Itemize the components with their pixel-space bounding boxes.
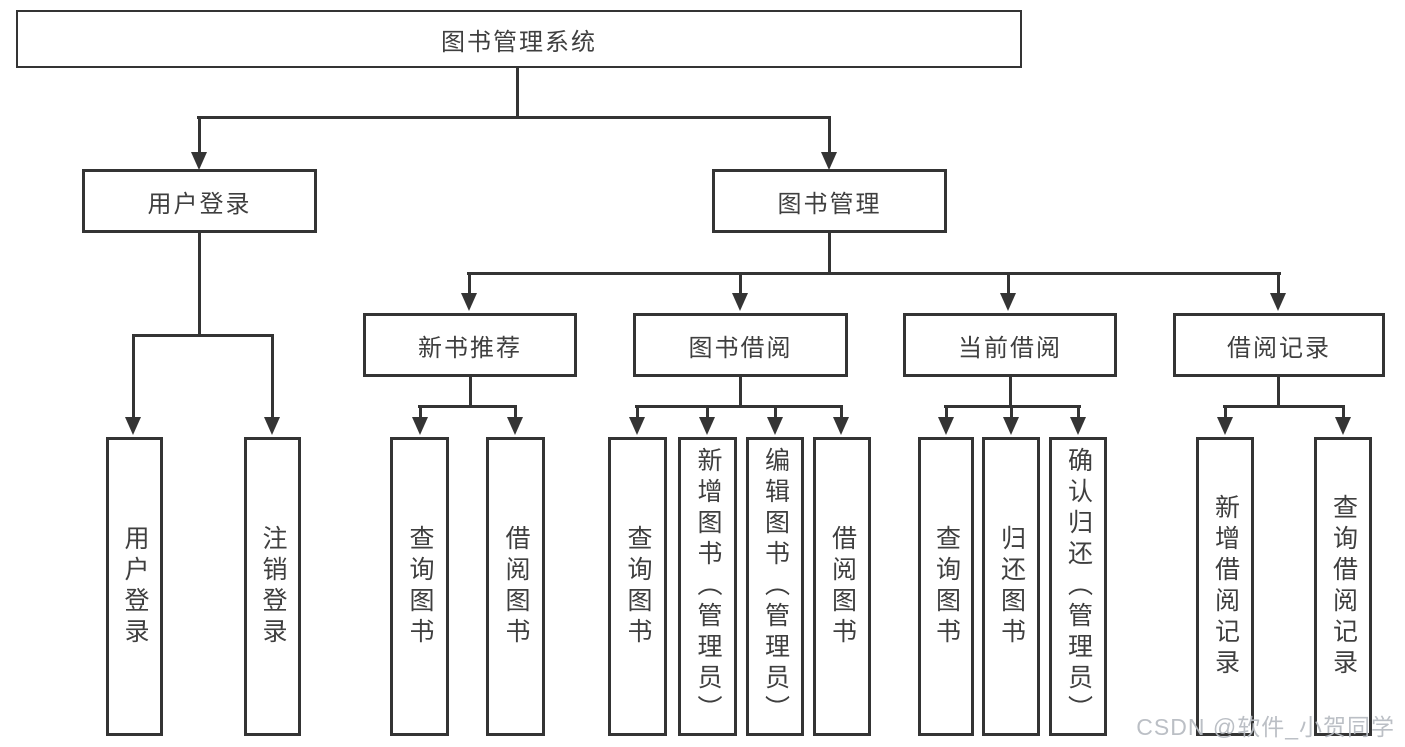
node-book-management: 图书管理	[712, 169, 947, 233]
node-br-query-record: 查询借阅记录	[1314, 437, 1372, 736]
arrow-down-icon	[699, 417, 715, 435]
node-cb-query-books: 查询图书	[918, 437, 974, 736]
node-cb-return-books: 归还图书	[982, 437, 1040, 736]
node-nbr-query-books-label: 查询图书	[406, 524, 434, 649]
node-bb-edit-books-admin-label: 编辑图书（管理员）	[761, 447, 790, 726]
connector-line	[774, 407, 777, 417]
arrow-down-icon	[125, 417, 141, 435]
node-new-book-recommend: 新书推荐	[363, 313, 577, 377]
node-bb-query-books-label: 查询图书	[624, 524, 652, 649]
connector-line	[635, 405, 843, 408]
connector-line	[271, 336, 274, 417]
node-bb-query-books: 查询图书	[608, 437, 667, 736]
node-br-query-record-label: 查询借阅记录	[1329, 493, 1358, 680]
connector-line	[945, 407, 948, 417]
node-bb-borrow-books: 借阅图书	[813, 437, 871, 736]
connector-line	[828, 233, 831, 274]
node-user-login-label: 用户登录	[147, 190, 252, 218]
connector-line	[514, 407, 517, 417]
arrow-down-icon	[1270, 293, 1286, 311]
arrow-down-icon	[1000, 293, 1016, 311]
node-book-management-label: 图书管理	[777, 190, 882, 218]
arrow-down-icon	[191, 152, 207, 170]
arrow-down-icon	[833, 417, 849, 435]
node-book-borrow-label: 图书借阅	[688, 334, 793, 362]
connector-line	[468, 274, 471, 293]
arrow-down-icon	[507, 417, 523, 435]
arrow-down-icon	[938, 417, 954, 435]
connector-line	[467, 272, 1281, 275]
node-bb-add-books-admin: 新增图书（管理员）	[678, 437, 737, 736]
arrow-down-icon	[461, 293, 477, 311]
node-cb-return-books-label: 归还图书	[997, 524, 1026, 649]
connector-line	[636, 407, 639, 417]
csdn-watermark: CSDN @软件_小贺同学	[1136, 714, 1395, 740]
node-bb-edit-books-admin: 编辑图书（管理员）	[746, 437, 804, 736]
connector-line	[1277, 274, 1280, 293]
node-root-label: 图书管理系统	[441, 28, 597, 56]
node-user-login-leaf-label: 用户登录	[121, 524, 149, 649]
connector-line	[132, 336, 135, 417]
connector-line	[419, 407, 422, 417]
connector-line	[1342, 407, 1345, 417]
connector-line	[828, 118, 831, 152]
node-user-login: 用户登录	[82, 169, 317, 233]
node-current-borrow: 当前借阅	[903, 313, 1117, 377]
node-br-add-record-label: 新增借阅记录	[1211, 493, 1240, 680]
arrow-down-icon	[1003, 417, 1019, 435]
node-cb-confirm-return-admin-label: 确认归还（管理员）	[1064, 447, 1093, 726]
node-nbr-borrow-books: 借阅图书	[486, 437, 545, 736]
arrow-down-icon	[767, 417, 783, 435]
connector-line	[1224, 407, 1227, 417]
connector-line	[739, 274, 742, 293]
arrow-down-icon	[1217, 417, 1233, 435]
node-borrow-records: 借阅记录	[1173, 313, 1385, 377]
node-cb-query-books-label: 查询图书	[932, 524, 961, 649]
arrow-down-icon	[1335, 417, 1351, 435]
connector-line	[1009, 377, 1012, 406]
node-nbr-query-books: 查询图书	[390, 437, 449, 736]
node-br-add-record: 新增借阅记录	[1196, 437, 1254, 736]
arrow-down-icon	[412, 417, 428, 435]
node-root: 图书管理系统	[16, 10, 1022, 68]
connector-line	[739, 377, 742, 406]
arrow-down-icon	[1070, 417, 1086, 435]
node-cb-confirm-return-admin: 确认归还（管理员）	[1049, 437, 1107, 736]
connector-line	[198, 118, 201, 152]
node-logout-label: 注销登录	[259, 524, 287, 649]
connector-line	[197, 116, 831, 119]
connector-line	[198, 233, 201, 335]
connector-line	[1277, 377, 1280, 406]
connector-line	[469, 377, 472, 406]
connector-line	[516, 68, 519, 118]
node-book-borrow: 图书借阅	[633, 313, 848, 377]
connector-line	[944, 405, 1081, 408]
connector-line	[132, 334, 274, 337]
node-logout: 注销登录	[244, 437, 301, 736]
connector-line	[1010, 407, 1013, 417]
connector-line	[1007, 274, 1010, 293]
arrow-down-icon	[629, 417, 645, 435]
arrow-down-icon	[821, 152, 837, 170]
connector-line	[418, 405, 517, 408]
connector-line	[840, 407, 843, 417]
arrow-down-icon	[264, 417, 280, 435]
node-new-book-recommend-label: 新书推荐	[418, 334, 522, 362]
arrow-down-icon	[732, 293, 748, 311]
connector-line	[1223, 405, 1345, 408]
node-borrow-records-label: 借阅记录	[1227, 334, 1331, 362]
node-current-borrow-label: 当前借阅	[958, 334, 1062, 362]
connector-line	[1077, 407, 1080, 417]
node-bb-add-books-admin-label: 新增图书（管理员）	[694, 447, 722, 726]
connector-line	[706, 407, 709, 417]
node-user-login-leaf: 用户登录	[106, 437, 163, 736]
node-bb-borrow-books-label: 借阅图书	[828, 524, 857, 649]
node-nbr-borrow-books-label: 借阅图书	[502, 524, 530, 649]
